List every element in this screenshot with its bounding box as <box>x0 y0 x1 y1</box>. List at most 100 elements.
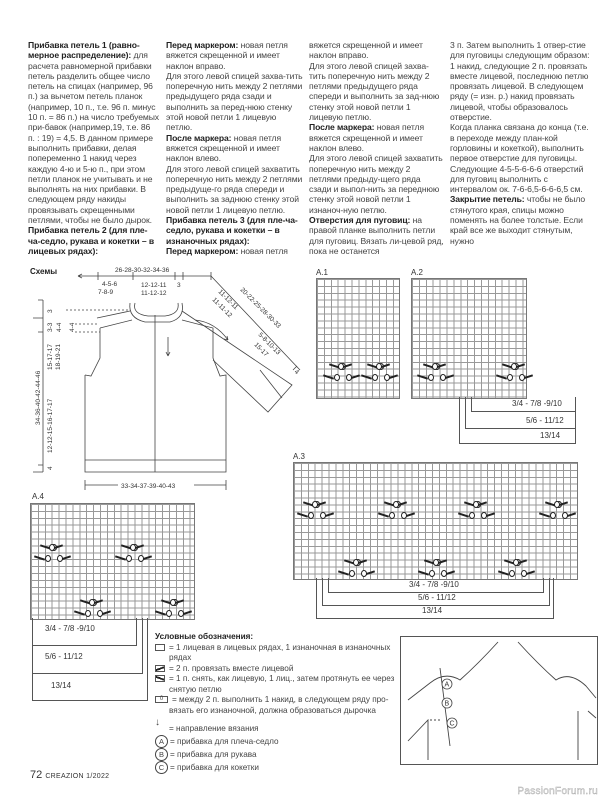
yarn-over-symbol <box>509 570 515 577</box>
yarn-over-symbol <box>178 610 184 617</box>
ssk-symbol <box>495 374 508 380</box>
legend: Условные обозначения: = 1 лицевая в лице… <box>155 632 395 774</box>
paragraph-heading: Прибавка петель 1 (равно-мерное распреде… <box>28 40 140 61</box>
ssk-symbol <box>417 570 430 576</box>
ssk-symbol <box>377 512 390 518</box>
yarn-over-symbol <box>429 570 435 577</box>
paragraph-text: новая петля <box>238 245 288 256</box>
yarn-over-symbol <box>334 374 340 381</box>
yarn-over-symbol <box>519 374 525 381</box>
ssk-symbol <box>337 570 350 576</box>
ssk-symbol <box>154 610 167 616</box>
paragraph: Закрытие петель: чтобы не было стянутого… <box>450 194 590 245</box>
yarn-over-symbol <box>389 512 395 519</box>
paragraph-text: Для этого левой спицей захва-тить попере… <box>166 70 303 133</box>
paragraph-text: новая петля вяжется скрещенной и имеет н… <box>309 122 425 153</box>
dim-neck-a: 4-5-6 <box>102 281 118 288</box>
paragraph: Отверстия для пуговиц: на правой планке … <box>309 215 445 256</box>
legend-item-yo: 0= между 2 п. выполнить 1 накид, в следу… <box>155 695 395 716</box>
legend-marker-a: A= прибавка для плеча-седло <box>155 734 395 748</box>
legend-item-direction: ↓= направление вязания <box>155 717 259 734</box>
yarn-over-symbol <box>312 501 318 508</box>
ssk-symbol <box>497 570 510 576</box>
dim-left-3-3: 3-3 <box>47 322 54 332</box>
legend-item-ssk: = 1 п. снять, как лицевую, 1 лиц., затем… <box>155 674 395 695</box>
dim-sleeve-length: 20-22-25-28-30-33 <box>239 286 283 330</box>
yarn-over-symbol <box>346 374 352 381</box>
page-number: 72 <box>30 769 43 781</box>
chart-a3-grid <box>293 462 578 580</box>
dim-neck-e: 3 <box>177 282 181 289</box>
yarn-over-symbol <box>49 544 55 551</box>
dim-left-b: 18-19-21 <box>55 344 62 370</box>
paragraph: Для этого левой спицей захватить попереч… <box>309 153 445 215</box>
paragraph: 3 п. Затем выполнить 1 отвер-стие для пу… <box>450 40 590 122</box>
text-column-3: вяжется скрещенной и имеет наклон вправо… <box>309 40 445 256</box>
paragraph-text: новая петля вяжется скрещенной и имеет н… <box>166 40 288 71</box>
yarn-over-symbol <box>320 512 326 519</box>
ssk-symbol <box>296 512 309 518</box>
a3-size-bracket-3: 13/14 <box>316 578 554 619</box>
legend-item-knit: = 1 лицевая в лицевых рядах, 1 изнаночна… <box>155 643 395 664</box>
schematic-title: Схемы <box>30 267 58 276</box>
k2tog-icon <box>155 664 165 672</box>
chart-a4-label: A.4 <box>32 492 45 501</box>
a3-size-bracket-1: 3/4 - 7/8 -9/10 <box>328 578 544 593</box>
yarn-over-symbol <box>372 374 378 381</box>
yarn-over-symbol <box>428 374 434 381</box>
ssk-icon <box>155 675 165 682</box>
legend-title: Условные обозначения: <box>155 632 254 641</box>
dim-left-c: 12-12-15-16-17-17 <box>47 398 54 453</box>
chart-a2-grid <box>411 278 534 399</box>
yarn-over-symbol <box>441 570 447 577</box>
arrow-down-icon: ↓ <box>155 717 160 728</box>
page-footer: 72 CREAZION 1/2022 <box>30 769 109 781</box>
paragraph-text: на правой планке выполнить петли для пуг… <box>309 215 444 256</box>
paragraph-text: новая петля вяжется скрещенной и имеет н… <box>166 132 282 164</box>
paragraph: Прибавка петель 1 (равно-мерное распреде… <box>28 40 159 225</box>
dim-left-4-4a: 4-4 <box>56 322 63 332</box>
yarn-over-symbol <box>507 374 513 381</box>
yarn-over-symbol <box>130 544 136 551</box>
yarn-over-symbol <box>97 610 103 617</box>
yarn-over-symbol <box>384 374 390 381</box>
yarn-over-symbol <box>562 512 568 519</box>
ssk-symbol <box>73 610 86 616</box>
dim-left-4: 4 <box>47 466 54 470</box>
paragraph-heading: После маркера: <box>309 122 375 133</box>
ssk-symbol <box>33 555 46 561</box>
text-column-2: Перед маркером: новая петля вяжется скре… <box>166 40 304 256</box>
yarn-over-symbol <box>376 363 382 370</box>
paragraph-heading: Прибавка петель 2 (для пле-ча-седло, рук… <box>28 225 155 256</box>
legend-marker-b: B= прибавка для рукава <box>155 747 395 761</box>
dim-top-width: 26-28-30-32-34-36 <box>115 267 170 274</box>
yarn-over-symbol <box>353 559 359 566</box>
dim-left-a: 15-17-17 <box>47 344 54 370</box>
dim-left-4-4b: 4-4 <box>69 322 76 332</box>
magazine-issue: CREAZION 1/2022 <box>45 773 110 780</box>
a4-size-bracket-3: 13/14 <box>32 618 148 701</box>
paragraph-text: вяжется скрещенной и имеет наклон вправо… <box>309 40 423 61</box>
paragraph: После маркера: новая петля вяжется скрещ… <box>166 133 304 164</box>
dim-left-3: 3 <box>47 309 54 313</box>
paragraph-text: Для этого левой спицей захватить попереч… <box>309 153 443 215</box>
dim-neck-d: 11-12-12 <box>141 290 167 297</box>
yarn-over-symbol <box>338 363 344 370</box>
yarn-over-symbol <box>85 610 91 617</box>
paragraph-heading: Отверстия для пуговиц: <box>309 215 411 226</box>
dim-neck-c: 12-12-11 <box>141 282 167 289</box>
yarn-over-symbol <box>440 374 446 381</box>
marker-a-icon: A <box>155 734 168 748</box>
paragraph: Когда планка связана до конца (т.е. в пе… <box>450 122 590 194</box>
watermark: PassionForum.ru <box>517 786 598 797</box>
paragraph-heading: Закрытие петель: <box>450 194 525 205</box>
paragraph-text: 3 п. Затем выполнить 1 отвер-стие для пу… <box>450 40 590 123</box>
paragraph: Прибавка петель 2 (для пле-ча-седло, рук… <box>28 225 159 256</box>
paragraph: Для этого левой спицей захва-тить попере… <box>166 71 304 133</box>
yarn-over-symbol <box>511 363 517 370</box>
paragraph: Перед маркером: новая петля вяжется скре… <box>166 40 304 71</box>
paragraph: Перед маркером: новая петля <box>166 246 304 256</box>
ssk-symbol <box>114 555 127 561</box>
ssk-symbol <box>457 512 470 518</box>
